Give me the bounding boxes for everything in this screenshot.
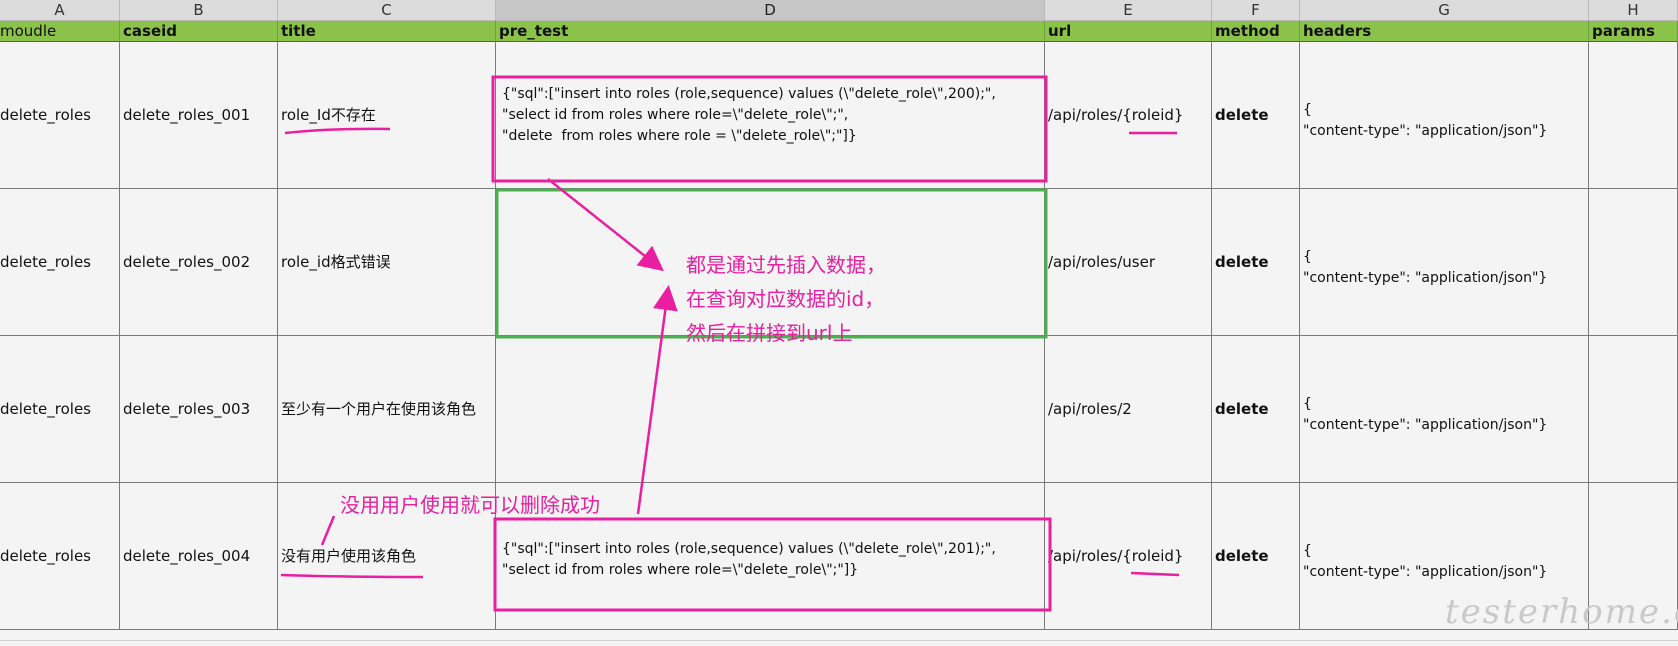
field-header-pre-test[interactable]: pre_test: [496, 21, 1045, 42]
field-header-moudle[interactable]: moudle: [0, 21, 120, 42]
cell-title-row1[interactable]: role_Id不存在: [278, 42, 496, 189]
cell-headers-row1[interactable]: { "content-type": "application/json"}: [1300, 42, 1589, 189]
cell-params-row3[interactable]: [1589, 336, 1678, 483]
field-header-title[interactable]: title: [278, 21, 496, 42]
cell-moudle-row3[interactable]: delete_roles: [0, 336, 120, 483]
grid-line: [0, 640, 1678, 641]
column-header-d[interactable]: D: [496, 0, 1045, 21]
field-header-headers[interactable]: headers: [1300, 21, 1589, 42]
cell-pre-test-row3[interactable]: [496, 336, 1045, 483]
annotation-main-note: 都是通过先插入数据， 在查询对应数据的id， 然后在拼接到url上: [686, 253, 886, 345]
cell-moudle-row2[interactable]: delete_roles: [0, 189, 120, 336]
field-header-params[interactable]: params: [1589, 21, 1678, 42]
field-header-url[interactable]: url: [1045, 21, 1212, 42]
column-header-a[interactable]: A: [0, 0, 120, 21]
field-header-method[interactable]: method: [1212, 21, 1300, 42]
cell-title-row3[interactable]: 至少有一个用户在使用该角色: [278, 336, 496, 483]
column-header-h[interactable]: H: [1589, 0, 1678, 21]
cell-method-row3[interactable]: delete: [1212, 336, 1300, 483]
field-header-caseid[interactable]: caseid: [120, 21, 278, 42]
cell-url-row4[interactable]: /api/roles/{roleid}: [1045, 483, 1212, 630]
column-header-c[interactable]: C: [278, 0, 496, 21]
cell-params-row1[interactable]: [1589, 42, 1678, 189]
cell-headers-row4[interactable]: { "content-type": "application/json"}: [1300, 483, 1589, 630]
cell-title-row2[interactable]: role_id格式错误: [278, 189, 496, 336]
watermark: testerhome.com: [1445, 592, 1678, 632]
cell-pre-test-row1[interactable]: {"sql":["insert into roles (role,sequenc…: [496, 42, 1045, 189]
cell-caseid-row4[interactable]: delete_roles_004: [120, 483, 278, 630]
cell-url-row2[interactable]: /api/roles/user: [1045, 189, 1212, 336]
cell-moudle-row1[interactable]: delete_roles: [0, 42, 120, 189]
cell-method-row2[interactable]: delete: [1212, 189, 1300, 336]
cell-caseid-row2[interactable]: delete_roles_002: [120, 189, 278, 336]
cell-moudle-row4[interactable]: delete_roles: [0, 483, 120, 630]
cell-caseid-row3[interactable]: delete_roles_003: [120, 336, 278, 483]
column-header-b[interactable]: B: [120, 0, 278, 21]
column-header-f[interactable]: F: [1212, 0, 1300, 21]
cell-headers-row2[interactable]: { "content-type": "application/json"}: [1300, 189, 1589, 336]
cell-headers-row3[interactable]: { "content-type": "application/json"}: [1300, 336, 1589, 483]
cell-method-row1[interactable]: delete: [1212, 42, 1300, 189]
cell-method-row4[interactable]: delete: [1212, 483, 1300, 630]
column-header-g[interactable]: G: [1300, 0, 1589, 21]
cell-caseid-row1[interactable]: delete_roles_001: [120, 42, 278, 189]
cell-url-row1[interactable]: /api/roles/{roleid}: [1045, 42, 1212, 189]
cell-params-row2[interactable]: [1589, 189, 1678, 336]
column-header-e[interactable]: E: [1045, 0, 1212, 21]
annotation-row4-note: 没用用户使用就可以删除成功: [340, 493, 600, 517]
cell-url-row3[interactable]: /api/roles/2: [1045, 336, 1212, 483]
